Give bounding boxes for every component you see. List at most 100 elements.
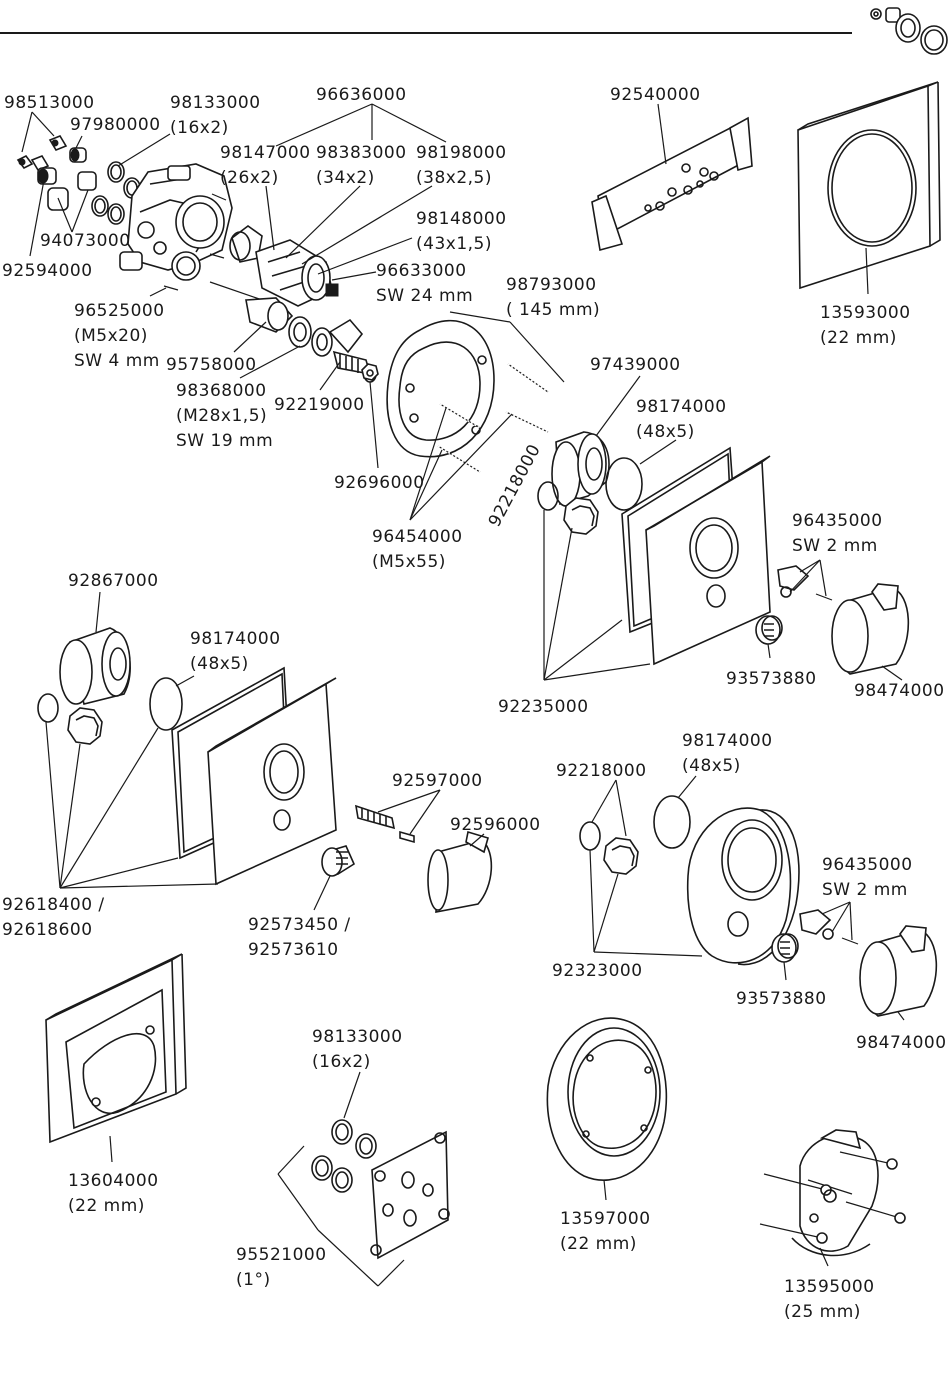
part-label-l38: 93573880 <box>736 989 827 1009</box>
frame-13604000 <box>45 953 187 1144</box>
part-label-line: 92596000 <box>450 815 541 835</box>
part-label-l7: 98198000(38x2,5) <box>416 143 507 188</box>
part-label-line: SW 2 mm <box>822 880 908 900</box>
part-label-line: 96633000 <box>376 261 467 281</box>
part-label-line: (16x2) <box>170 118 229 138</box>
oring-98174000-a <box>605 457 643 511</box>
part-label-line: 98513000 <box>4 93 95 113</box>
part-label-line: 98174000 <box>636 397 727 417</box>
part-label-l33: 92573450 /92573610 <box>248 915 351 960</box>
part-label-line: 96454000 <box>372 527 463 547</box>
part-label-line: 93573880 <box>726 669 817 689</box>
part-label-line: 93573880 <box>736 989 827 1009</box>
part-label-l28: 92867000 <box>68 571 159 591</box>
base-unit-drawing <box>16 135 379 383</box>
part-label-l43: 13597000 (22 mm) <box>560 1209 651 1254</box>
nut-92696000 <box>361 363 379 381</box>
part-label-l30: 92597000 <box>392 771 483 791</box>
part-label-l18: 96454000 (M5x55) <box>372 527 463 572</box>
part-label-line: (M5x20) <box>74 326 148 346</box>
part-label-l16: 92696000 <box>334 473 425 493</box>
part-label-l34: 98174000 (48x5) <box>682 731 773 776</box>
cap-93573880-b <box>771 933 799 963</box>
part-label-l20: 13593000(22 mm) <box>820 303 911 348</box>
part-label-line: SW 19 mm <box>176 431 273 451</box>
part-label-l27: 92235000 <box>498 697 589 717</box>
mounting-ring-98793000 <box>386 319 495 458</box>
part-label-line: (48x5) <box>190 654 249 674</box>
screws-96525000 <box>163 193 227 291</box>
part-label-line: 92540000 <box>610 85 701 105</box>
product-icon <box>870 7 948 55</box>
part-label-l31: 92596000 <box>450 815 541 835</box>
part-label-line: (48x5) <box>682 756 741 776</box>
cap-93573880-a <box>755 615 783 645</box>
nut-a <box>563 497 599 535</box>
nut-c <box>603 837 639 875</box>
part-label-line: 92618400 / <box>2 895 105 915</box>
part-label-l39: 98474000 <box>856 1033 947 1053</box>
part-label-line: 98474000 <box>854 681 945 701</box>
part-label-line: 13597000 <box>560 1209 651 1229</box>
part-label-line: 96525000 <box>74 301 165 321</box>
part-label-l9: 94073000 <box>40 231 131 251</box>
part-label-line: 92573450 / <box>248 915 351 935</box>
part-label-l2: 97980000 <box>70 115 161 135</box>
part-label-line: (M5x55) <box>372 552 446 572</box>
part-label-l36: 96435000 SW 2 mm <box>822 855 913 900</box>
part-label-line: 98133000 <box>170 93 261 113</box>
part-label-line: (43x1,5) <box>416 234 492 254</box>
part-label-line: 96435000 <box>822 855 913 875</box>
part-label-line: 95521000 <box>236 1245 327 1265</box>
part-label-line: 96636000 <box>316 85 407 105</box>
trim-plate-square-b <box>207 677 337 886</box>
cartridge-96633000 <box>255 239 339 307</box>
part-label-line: 92235000 <box>498 697 589 717</box>
nut-b <box>67 707 103 745</box>
part-label-line: 98474000 <box>856 1033 947 1053</box>
part-label-line: 92218000 <box>556 761 647 781</box>
part-label-line: (22 mm) <box>560 1234 637 1254</box>
part-label-line: 98133000 <box>312 1027 403 1047</box>
part-label-line: 98174000 <box>682 731 773 751</box>
spindle-95758000 <box>209 281 294 333</box>
part-label-line: 92594000 <box>2 261 93 281</box>
part-label-l15: 92219000 <box>274 395 365 415</box>
part-label-line: SW 4 mm <box>74 351 160 371</box>
part-label-l14: 98368000(M28x1,5)SW 19 mm <box>176 381 273 451</box>
round-plate-92323000 <box>686 807 800 966</box>
handle-98474000-a <box>831 583 910 675</box>
part-label-line: 98793000 <box>506 275 597 295</box>
cover-sleeve-97439000 <box>551 431 610 507</box>
part-label-l22: 98174000(48x5) <box>636 397 727 442</box>
sleeve-98147000 <box>229 225 263 263</box>
adjuster-96435000-b <box>799 909 859 945</box>
part-label-l6: 98383000(34x2) <box>316 143 407 188</box>
part-label-line: 98174000 <box>190 629 281 649</box>
part-label-line: (1°) <box>236 1270 271 1290</box>
part-label-l5: 98147000(26x2) <box>220 143 311 188</box>
oring-98174000-b <box>149 677 183 731</box>
part-label-line: 13593000 <box>820 303 911 323</box>
oring-92218000-a <box>537 481 559 511</box>
part-label-l3: 98133000 (16x2) <box>170 93 261 138</box>
part-label-line: (22 mm) <box>68 1196 145 1216</box>
part-label-line: 13595000 <box>784 1277 875 1297</box>
nut-98368000 <box>288 316 364 357</box>
handle-92596000 <box>427 830 493 913</box>
frame-13593000 <box>797 81 941 290</box>
part-label-l21: 97439000 <box>590 355 681 375</box>
part-label-line: 98368000 <box>176 381 267 401</box>
oring-left-b <box>37 693 59 723</box>
plug-98513000 <box>16 135 68 171</box>
trim-plate-square-a <box>645 455 771 666</box>
part-label-line: 98383000 <box>316 143 407 163</box>
ring-13597000 <box>546 1017 668 1181</box>
part-label-line: 92323000 <box>552 961 643 981</box>
mounting-plate-95521000 <box>370 1130 450 1260</box>
part-label-line: 97439000 <box>590 355 681 375</box>
